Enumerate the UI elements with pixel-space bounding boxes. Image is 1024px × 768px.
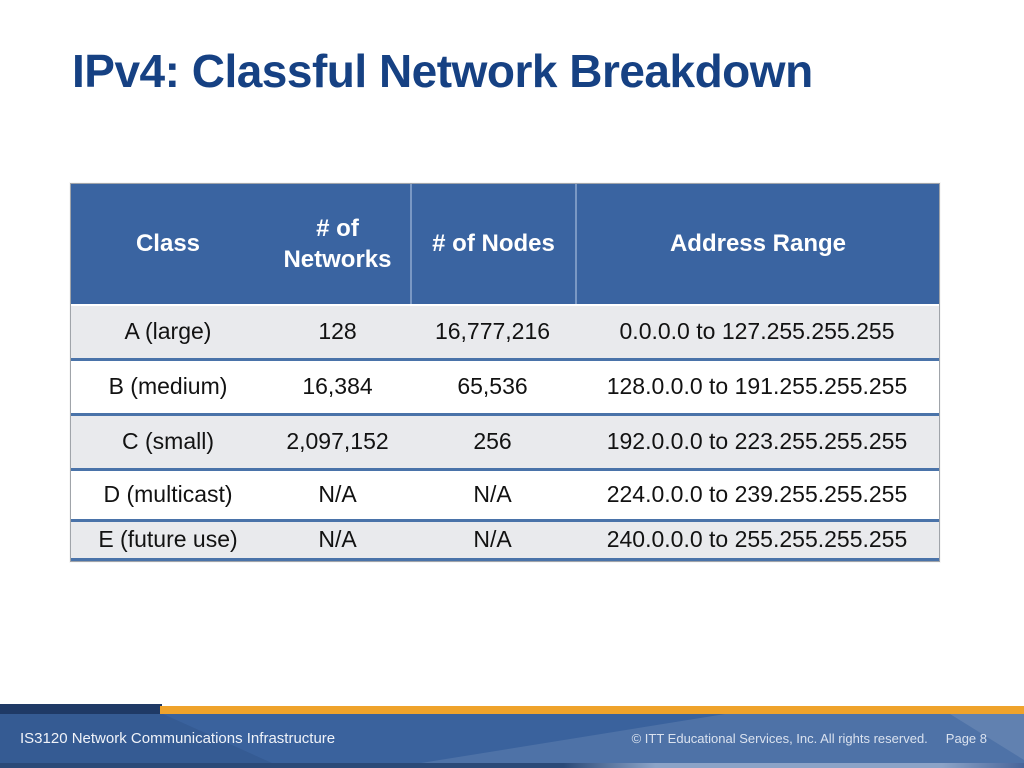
cell-nodes: N/A — [473, 481, 512, 508]
cell-class: D (multicast) — [103, 481, 233, 508]
cell-networks: N/A — [318, 481, 357, 508]
footer-copyright: © ITT Educational Services, Inc. All rig… — [631, 731, 928, 746]
table-row: A (large) 128 16,777,216 0.0.0.0 to 127.… — [71, 304, 939, 358]
column-header-class: Class — [135, 230, 201, 258]
footer-bottom-strip — [0, 763, 1024, 768]
table-row: C (small) 2,097,152 256 192.0.0.0 to 223… — [71, 413, 939, 468]
footer-right-group: © ITT Educational Services, Inc. All rig… — [632, 714, 987, 763]
footer-orange-accent-bar — [160, 706, 1024, 714]
cell-range: 224.0.0.0 to 239.255.255.255 — [606, 481, 908, 508]
cell-nodes: N/A — [473, 526, 512, 553]
column-header-range: Address Range — [575, 184, 939, 304]
footer: IS3120 Network Communications Infrastruc… — [0, 714, 1024, 768]
cell-range: 0.0.0.0 to 127.255.255.255 — [619, 318, 895, 345]
cell-range: 192.0.0.0 to 223.255.255.255 — [606, 428, 908, 455]
cell-networks: 16,384 — [302, 373, 373, 400]
cell-class: E (future use) — [98, 526, 238, 553]
page-title: IPv4: Classful Network Breakdown — [72, 45, 813, 97]
cell-class: C (small) — [122, 428, 214, 455]
column-header-nodes: # of Nodes — [410, 184, 575, 304]
footer-page-number: Page 8 — [945, 731, 987, 746]
classful-network-table: Class # of Networks # of Nodes Address R… — [70, 183, 940, 562]
column-header-networks: # of Networks — [283, 214, 392, 273]
table-row: B (medium) 16,384 65,536 128.0.0.0 to 19… — [71, 358, 939, 413]
cell-class: A (large) — [124, 318, 212, 345]
cell-class: B (medium) — [108, 373, 228, 400]
cell-networks: 128 — [318, 318, 357, 345]
cell-nodes: 65,536 — [457, 373, 528, 400]
cell-nodes: 16,777,216 — [434, 318, 551, 345]
table-row: D (multicast) N/A N/A 224.0.0.0 to 239.2… — [71, 468, 939, 519]
footer-course-label: IS3120 Network Communications Infrastruc… — [20, 730, 336, 747]
cell-networks: 2,097,152 — [286, 428, 389, 455]
cell-networks: N/A — [318, 526, 357, 553]
cell-range: 240.0.0.0 to 255.255.255.255 — [606, 526, 908, 553]
cell-range: 128.0.0.0 to 191.255.255.255 — [606, 373, 908, 400]
table-row: E (future use) N/A N/A 240.0.0.0 to 255.… — [71, 519, 939, 561]
footer-navy-accent-bar — [0, 704, 162, 714]
cell-nodes: 256 — [473, 428, 512, 455]
table-header-row: Class # of Networks # of Nodes Address R… — [71, 184, 939, 304]
